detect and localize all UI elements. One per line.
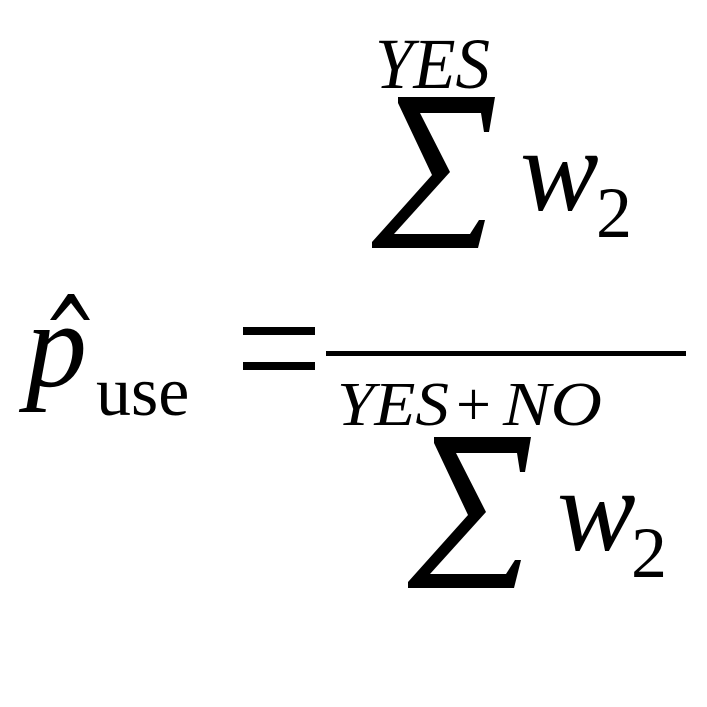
sum-upper-limit-plus: + — [456, 371, 491, 439]
p-symbol: p — [18, 278, 87, 413]
fraction-bar — [326, 351, 686, 356]
term-subscript: 2 — [596, 173, 632, 253]
lhs-p-hat: p use — [18, 278, 189, 431]
sigma-icon — [408, 437, 531, 588]
sum-upper-limit-no: NO — [502, 371, 602, 439]
subscript-use: use — [96, 354, 189, 431]
equals-sign — [243, 327, 315, 370]
term-w: w — [520, 105, 599, 236]
term-subscript: 2 — [631, 513, 667, 593]
sum-upper-limit-yes: YES — [337, 371, 449, 439]
hat-accent — [50, 294, 90, 320]
sigma-icon — [372, 97, 495, 248]
sum-upper-limit: YES — [375, 24, 490, 104]
denominator: YES + NO w 2 — [337, 371, 667, 593]
numerator: YES w 2 — [372, 24, 632, 253]
term-w: w — [557, 445, 636, 576]
